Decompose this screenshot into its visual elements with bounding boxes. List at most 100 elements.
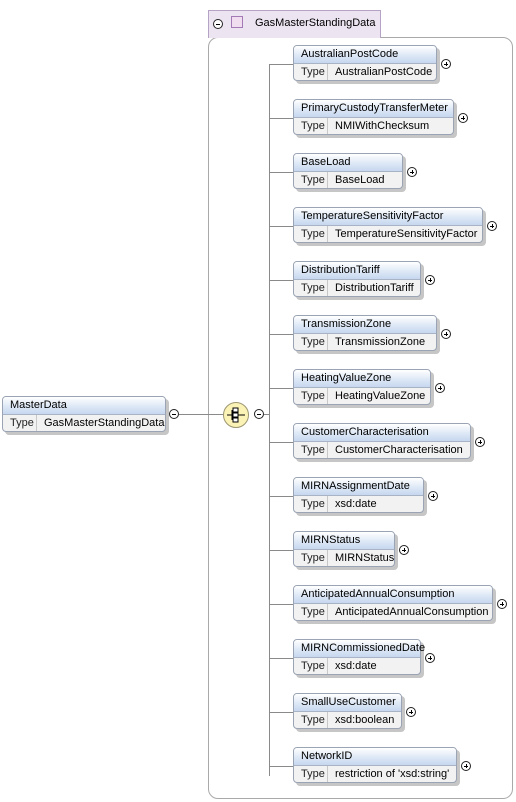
expand-icon[interactable]	[425, 275, 435, 285]
root-connector	[179, 414, 223, 415]
element-name: MasterData	[3, 397, 165, 415]
type-divider	[327, 550, 328, 566]
complex-type-icon	[231, 16, 243, 28]
type-divider	[327, 442, 328, 458]
branch-connector	[269, 280, 294, 281]
type-label: Type	[301, 174, 325, 186]
type-divider	[327, 388, 328, 404]
type-value: xsd:date	[335, 498, 377, 510]
expand-icon[interactable]	[441, 329, 451, 339]
branch-connector	[269, 604, 294, 605]
type-label: Type	[301, 390, 325, 402]
type-label: Type	[10, 417, 34, 429]
element-name: BaseLoad	[294, 154, 402, 172]
type-label: Type	[301, 660, 325, 672]
expand-icon[interactable]	[475, 437, 485, 447]
branch-connector	[269, 442, 294, 443]
expand-icon[interactable]	[487, 221, 497, 231]
expand-icon[interactable]	[428, 491, 438, 501]
collapse-icon[interactable]	[254, 409, 264, 419]
type-value: TemperatureSensitivityFactor	[335, 228, 478, 240]
type-value: GasMasterStandingData	[44, 417, 165, 429]
collapse-icon[interactable]	[169, 409, 179, 419]
type-divider	[327, 172, 328, 188]
type-divider	[327, 226, 328, 242]
element-name: TemperatureSensitivityFactor	[294, 208, 482, 226]
expand-icon[interactable]	[441, 59, 451, 69]
type-label: Type	[301, 228, 325, 240]
expand-icon[interactable]	[435, 383, 445, 393]
type-divider	[327, 496, 328, 512]
element-name: MIRNAssignmentDate	[294, 478, 423, 496]
type-label: Type	[301, 120, 325, 132]
branch-connector	[269, 172, 294, 173]
branch-connector	[269, 388, 294, 389]
element-name: MIRNStatus	[294, 532, 394, 550]
type-label: Type	[301, 714, 325, 726]
type-value: BaseLoad	[335, 174, 385, 186]
expand-icon[interactable]	[399, 545, 409, 555]
type-label: Type	[301, 768, 325, 780]
type-value: restriction of 'xsd:string'	[335, 768, 450, 780]
expand-icon[interactable]	[425, 653, 435, 663]
expand-icon[interactable]	[407, 167, 417, 177]
type-divider	[327, 604, 328, 620]
sequence-compositor[interactable]	[223, 402, 249, 428]
element-name: CustomerCharacterisation	[294, 424, 470, 442]
type-label: Type	[301, 336, 325, 348]
type-divider	[327, 766, 328, 782]
element-name: HeatingValueZone	[294, 370, 430, 388]
element-name: NetworkID	[294, 748, 456, 766]
type-value: AnticipatedAnnualConsumption	[335, 606, 489, 618]
collapse-icon[interactable]	[213, 19, 223, 29]
expand-icon[interactable]	[497, 599, 507, 609]
element-name: MIRNCommissionedDate	[294, 640, 425, 658]
element-name: AnticipatedAnnualConsumption	[294, 586, 492, 604]
type-label: Type	[301, 444, 325, 456]
type-value: DistributionTariff	[335, 282, 414, 294]
branch-connector	[269, 334, 294, 335]
type-divider	[327, 118, 328, 134]
type-divider	[327, 658, 328, 674]
type-divider	[327, 334, 328, 350]
element-name: DistributionTariff	[294, 262, 420, 280]
branch-connector	[269, 226, 294, 227]
expand-icon[interactable]	[461, 761, 471, 771]
type-value: HeatingValueZone	[335, 390, 426, 402]
expand-icon[interactable]	[406, 707, 416, 717]
type-divider	[327, 712, 328, 728]
type-divider	[36, 415, 37, 431]
type-value: TransmissionZone	[335, 336, 426, 348]
sequence-compositor-icon	[227, 407, 245, 423]
type-label: Type	[301, 606, 325, 618]
type-label: Type	[301, 66, 325, 78]
complex-type-header[interactable]: GasMasterStandingData	[208, 10, 381, 38]
type-label: Type	[301, 552, 325, 564]
type-label: Type	[301, 498, 325, 510]
sequence-stub	[264, 414, 270, 415]
branch-connector	[269, 550, 294, 551]
element-name: TransmissionZone	[294, 316, 436, 334]
branch-connector	[269, 496, 294, 497]
type-value: AustralianPostCode	[335, 66, 433, 78]
root-element[interactable]: MasterData Type GasMasterStandingData	[2, 396, 166, 432]
type-value: CustomerCharacterisation	[335, 444, 463, 456]
child-element[interactable]: NetworkID Type restriction of 'xsd:string'	[293, 747, 457, 783]
branch-connector	[269, 658, 294, 659]
branch-connector	[269, 766, 294, 767]
expand-icon[interactable]	[458, 113, 468, 123]
element-name: SmallUseCustomer	[294, 694, 401, 712]
